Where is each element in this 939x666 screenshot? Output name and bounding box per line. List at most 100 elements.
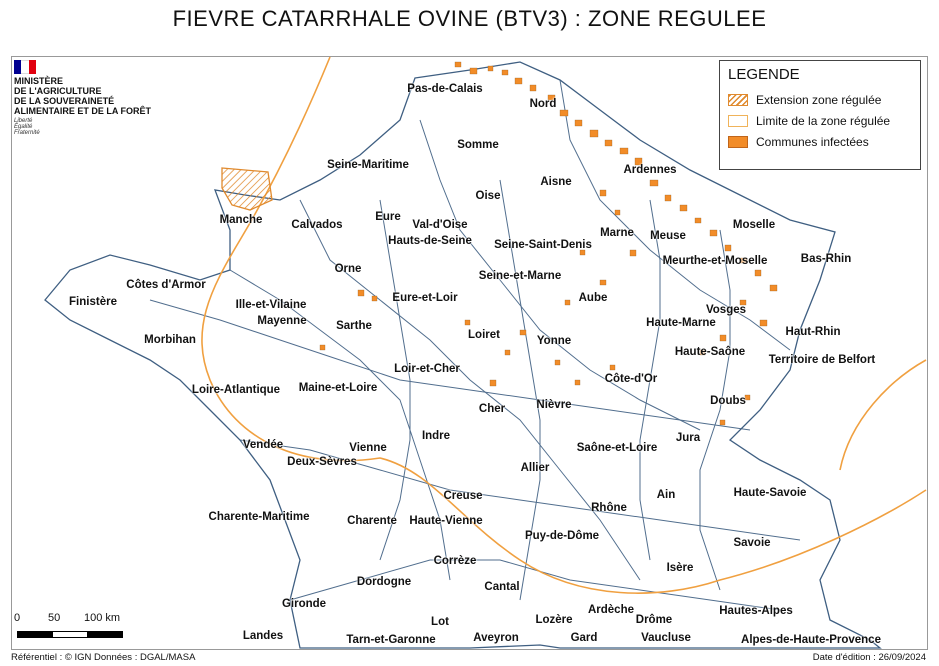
department-label: Aisne	[540, 176, 572, 188]
department-label: Yonne	[536, 335, 572, 347]
department-label: Finistère	[69, 296, 117, 308]
department-label: Eure-et-Loir	[392, 292, 458, 304]
department-label: Mayenne	[257, 315, 307, 327]
regulated-zone-limit	[201, 56, 927, 594]
flag-icon	[14, 60, 36, 74]
department-label: Pas-de-Calais	[407, 83, 483, 95]
map-layer	[44, 56, 927, 649]
infected-communes	[319, 61, 778, 426]
motto-line: Égalité	[14, 124, 33, 130]
department-label: Nord	[529, 98, 557, 110]
map-legend: LEGENDE Extension zone régulée Limite de…	[719, 60, 921, 170]
department-label: Haute-Vienne	[409, 515, 483, 527]
ministry-name: MINISTÈRE DE L'AGRICULTURE DE LA SOUVERA…	[14, 76, 194, 116]
department-label: Lozère	[535, 614, 573, 626]
department-label: Ardèche	[587, 604, 635, 616]
department-label: Gard	[570, 632, 598, 644]
department-label: Alpes-de-Haute-Provence	[741, 634, 881, 646]
department-label: Moselle	[732, 219, 776, 231]
department-label: Gironde	[281, 598, 327, 610]
department-label: Cher	[478, 403, 506, 415]
scale-label: 100 km	[84, 612, 121, 624]
department-label: Seine-Maritime	[327, 159, 409, 171]
department-label: Cantal	[484, 581, 520, 593]
department-label: Nièvre	[536, 399, 572, 411]
extension-zone	[221, 167, 273, 211]
filled-square-icon	[728, 135, 748, 148]
department-label: Seine-et-Marne	[478, 270, 562, 282]
flag-red-stripe	[28, 60, 36, 74]
department-label: Hautes-Alpes	[719, 605, 793, 617]
department-label: Territoire de Belfort	[768, 354, 876, 366]
department-label: Aveyron	[473, 632, 519, 644]
department-label: Val-d'Oise	[412, 219, 468, 231]
department-label: Saône-et-Loire	[576, 442, 658, 454]
legend-item-extension: Extension zone régulée	[728, 89, 920, 110]
department-label: Isère	[666, 562, 694, 574]
department-label: Somme	[457, 139, 499, 151]
department-label: Morbihan	[144, 334, 196, 346]
scale-labels: 0 50 100 km	[14, 612, 164, 626]
department-label: Tarn-et-Garonne	[346, 634, 436, 646]
department-label: Loiret	[468, 329, 500, 341]
legend-label: Extension zone régulée	[756, 92, 882, 107]
department-label: Meuse	[650, 230, 686, 242]
zone-limit-east	[839, 359, 927, 471]
department-label: Indre	[421, 430, 451, 442]
department-label: Haute-Marne	[646, 317, 716, 329]
department-label: Ille-et-Vilaine	[235, 299, 307, 311]
department-label: Doubs	[710, 395, 746, 407]
department-label: Lot	[431, 616, 449, 628]
department-label: Creuse	[443, 490, 483, 502]
scale-label: 50	[48, 612, 61, 624]
motto-line: Fraternité	[14, 130, 40, 136]
scale-bar-graphic	[17, 631, 123, 638]
department-label: Drôme	[635, 614, 673, 626]
department-label: Haut-Rhin	[785, 326, 841, 338]
outline-square-icon	[728, 114, 748, 127]
legend-label: Limite de la zone régulée	[756, 113, 891, 128]
scale-label: 0	[14, 612, 21, 624]
department-label: Puy-de-Dôme	[524, 530, 600, 542]
department-label: Loire-Atlantique	[191, 384, 281, 396]
scale-segment	[87, 632, 123, 637]
department-label: Vosges	[705, 304, 747, 316]
department-label: Eure	[375, 211, 401, 223]
department-label: Ardennes	[623, 164, 677, 176]
department-label: Haute-Saône	[674, 346, 746, 358]
ministry-line: DE L'AGRICULTURE	[14, 86, 102, 96]
scale-segment	[52, 632, 88, 637]
department-label: Deux-Sèvres	[287, 456, 357, 468]
ministry-logo: MINISTÈRE DE L'AGRICULTURE DE LA SOUVERA…	[14, 60, 194, 150]
scale-segment	[18, 632, 53, 637]
department-label: Vendée	[242, 439, 284, 451]
department-label: Hauts-de-Seine	[388, 235, 472, 247]
department-borders	[149, 79, 801, 611]
department-label: Sarthe	[336, 320, 372, 332]
ministry-line: DE LA SOUVERAINETÉ	[14, 96, 115, 106]
legend-label: Communes infectées	[756, 134, 869, 149]
legend-item-limit: Limite de la zone régulée	[728, 110, 920, 131]
legend-item-infected: Communes infectées	[728, 131, 920, 152]
department-label: Côte-d'Or	[604, 373, 658, 385]
motto-line: Liberté	[14, 118, 33, 124]
department-label: Seine-Saint-Denis	[494, 239, 592, 251]
republic-motto: Liberté Égalité Fraternité	[14, 118, 194, 136]
footer-date: Date d'édition : 26/09/2024	[812, 652, 926, 663]
department-label: Landes	[242, 630, 284, 642]
france-outline	[44, 61, 882, 649]
department-label: Vienne	[349, 442, 387, 454]
department-label: Manche	[219, 214, 263, 226]
department-label: Ain	[656, 489, 676, 501]
flag-blue-stripe	[14, 60, 22, 74]
department-label: Charente	[347, 515, 397, 527]
department-label: Meurthe-et-Moselle	[662, 255, 768, 267]
footer-source: Référentiel : © IGN Données : DGAL/MASA	[11, 652, 196, 663]
department-label: Haute-Savoie	[733, 487, 807, 499]
ministry-line: MINISTÈRE	[14, 76, 64, 86]
department-label: Rhône	[591, 502, 627, 514]
department-label: Jura	[675, 432, 701, 444]
department-label: Calvados	[291, 219, 343, 231]
scale-bar: 0 50 100 km	[14, 612, 164, 644]
